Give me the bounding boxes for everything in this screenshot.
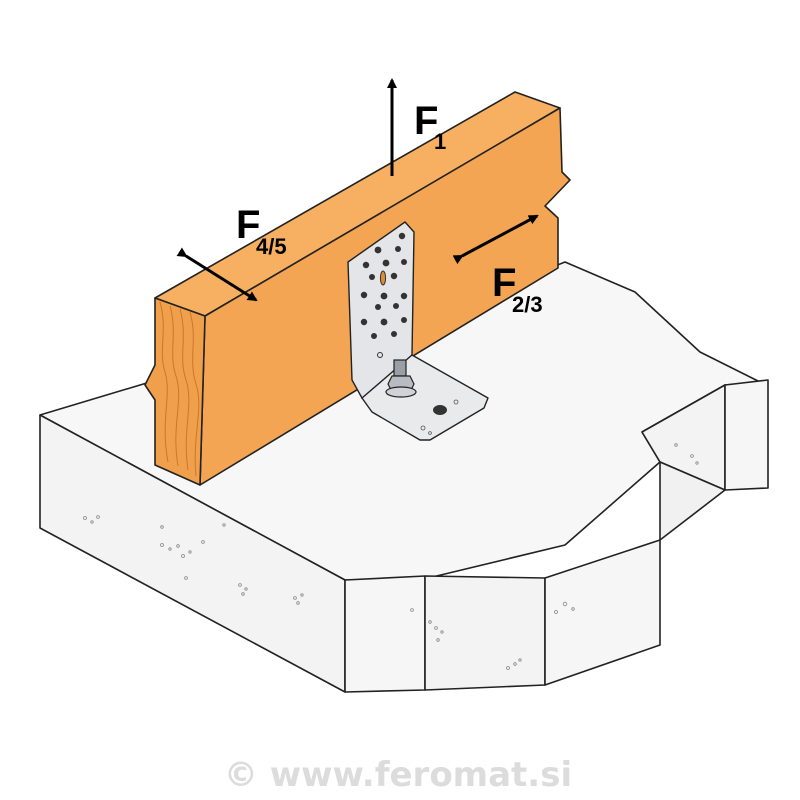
concrete-front-face-a xyxy=(344,575,426,693)
force-f1-letter: F xyxy=(414,99,438,143)
concrete-side-face xyxy=(659,461,726,541)
watermark-text: © www.feromat.si xyxy=(224,755,572,795)
concrete-speckles xyxy=(83,443,699,670)
force-f23-arrow xyxy=(452,214,539,265)
force-f45-arrow xyxy=(176,247,258,302)
force-f45-letter: F xyxy=(236,203,260,247)
force-f45-sub: 4/5 xyxy=(256,234,287,259)
bracket-base-hole xyxy=(433,405,447,415)
force-f23: F 2/3 xyxy=(452,214,543,317)
bracket-holes xyxy=(360,232,408,358)
concrete-front-face-c xyxy=(544,539,661,686)
anchor-bolt xyxy=(385,359,417,398)
force-f45: F 4/5 xyxy=(176,203,287,302)
concrete-right-face xyxy=(724,379,769,491)
beam-end-grain xyxy=(159,301,200,477)
force-f23-sub: 2/3 xyxy=(512,292,543,317)
bracket-slot-hole xyxy=(379,270,387,286)
force-f1: F 1 xyxy=(387,78,446,176)
beam-end-face xyxy=(144,297,206,486)
bracket-base-marks xyxy=(420,399,459,435)
force-f23-letter: F xyxy=(492,261,516,305)
force-f1-sub: 1 xyxy=(434,129,446,154)
